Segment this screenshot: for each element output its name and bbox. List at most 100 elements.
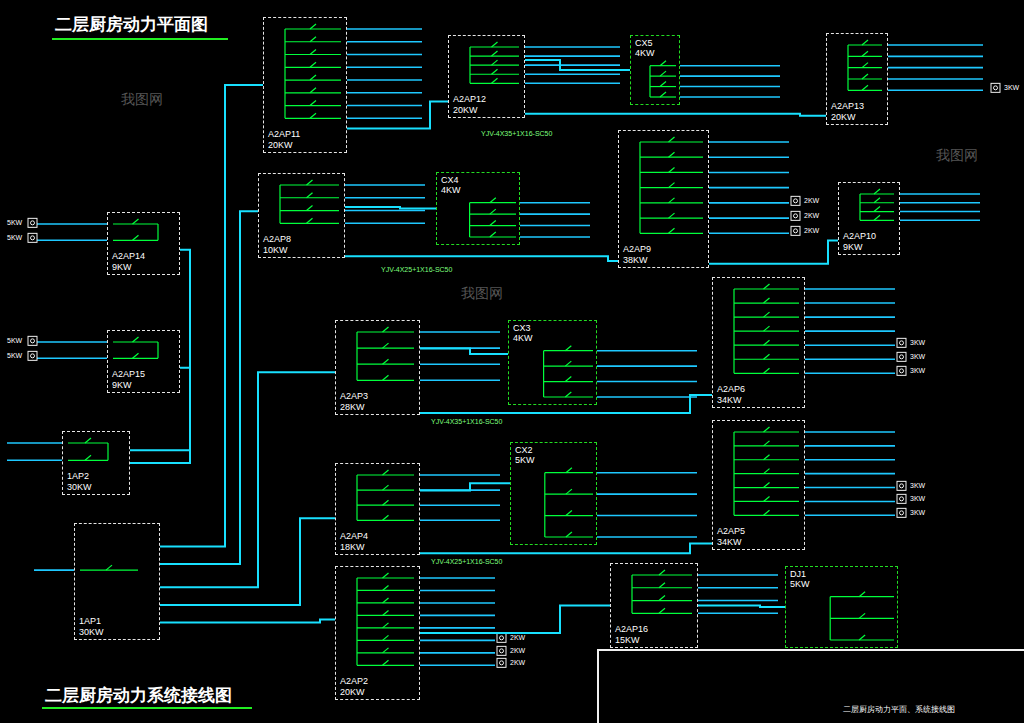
branch-circuit [357,665,414,666]
feeder-cable [420,606,610,634]
load-symbol-dot [794,199,798,203]
outgoing-cable [698,574,778,576]
equipment-box: CX44KW [436,172,520,245]
title-block-frame [598,650,1024,723]
panel-rating: 5KW [515,455,535,465]
branch-circuit [848,67,882,68]
outgoing-cable [420,577,495,579]
outgoing-cable [805,431,895,433]
branch-circuit [357,627,414,628]
breaker-symbol [307,193,313,198]
distribution-panel: 1AP130KW [74,523,160,640]
outgoing-cable [680,75,780,77]
panel-rating: 28KW [340,402,368,412]
outgoing-cable [805,330,895,332]
breaker-symbol [307,206,313,211]
load-symbol-dot [31,221,35,225]
load-rating: 3KW [909,482,926,490]
load-symbol [28,336,37,345]
breaker-symbol [383,623,389,628]
load-symbol-dot [794,214,798,218]
branch-circuit [285,105,341,106]
branch-circuit [734,515,799,516]
breaker-symbol [669,183,675,188]
load-symbol [897,481,906,490]
branch-circuit [860,220,894,221]
branch-circuit [357,615,414,616]
outgoing-cable [597,515,697,517]
outgoing-cable [709,156,789,158]
panel-label: A2AP1120KW [267,129,301,150]
panel-name: CX5 [635,38,655,48]
branch-circuit [113,240,158,241]
outgoing-cable [900,220,980,222]
outgoing-cable [347,54,422,56]
breaker-symbol [106,565,112,570]
breaker-symbol [764,496,770,501]
branch-circuit [470,83,519,84]
panel-rating: 20KW [340,687,368,697]
panel-rating: 20KW [268,140,300,150]
outgoing-cable [347,66,422,68]
branch-circuit [545,494,593,495]
breaker-symbol [490,198,496,203]
breaker-symbol [862,63,868,68]
panel-name: A2AP3 [340,391,368,401]
branch-circuit [545,472,593,473]
panel-label: A2AP220KW [339,676,369,697]
watermark: 我图网 [120,92,164,107]
breaker-symbol [764,427,770,432]
outgoing-cable [709,233,789,235]
load-symbol [897,352,906,361]
busbar [356,332,357,380]
branch-circuit [285,118,341,119]
branch-circuit [734,473,799,474]
outgoing-cable [345,197,425,199]
breaker-symbol [862,85,868,90]
breaker-symbol [764,483,770,488]
breaker-symbol [669,152,675,157]
branch-circuit [734,459,799,460]
panel-rating: 4KW [513,333,533,343]
branch-circuit [285,92,341,93]
outgoing-cable [805,459,895,461]
distribution-panel: A2AP1120KW [263,17,347,153]
branch-circuit [734,302,799,303]
branch-circuit [734,373,799,374]
panel-label: 1AP230KW [66,471,93,492]
panel-name: A2AP11 [268,129,300,139]
outgoing-cable [597,381,697,383]
load-symbol-dot [31,339,35,343]
outgoing-cable [420,652,495,654]
outgoing-cable [345,184,425,186]
load-symbol [28,218,37,227]
busbar [356,475,357,520]
branch-circuit [285,67,341,68]
breaker-symbol [310,62,316,67]
load-rating: 3KW [1003,84,1020,92]
load-symbol-dot [900,369,904,373]
outgoing-cable [805,515,895,517]
breaker-symbol [566,511,572,516]
title-underline [52,38,228,40]
branch-circuit [640,172,703,173]
outgoing-cable [805,487,895,489]
breaker-symbol [310,24,316,29]
panel-name: A2AP5 [717,526,745,536]
panel-name: 1AP1 [79,616,104,626]
feeder-cable [345,207,436,209]
equipment-box: CX54KW [630,35,680,105]
load-symbol [28,351,37,360]
panel-label: A2AP159KW [111,369,146,390]
branch-circuit [470,55,519,56]
panel-label: A2AP1220KW [452,94,487,115]
breaker-symbol [764,340,770,345]
panel-rating: 34KW [717,395,745,405]
panel-name: A2AP16 [615,624,648,634]
outgoing-cable [420,602,495,604]
outgoing-cable [888,56,983,58]
panel-rating: 9KW [843,242,876,252]
breaker-symbol [764,354,770,359]
breaker-symbol [565,361,571,366]
